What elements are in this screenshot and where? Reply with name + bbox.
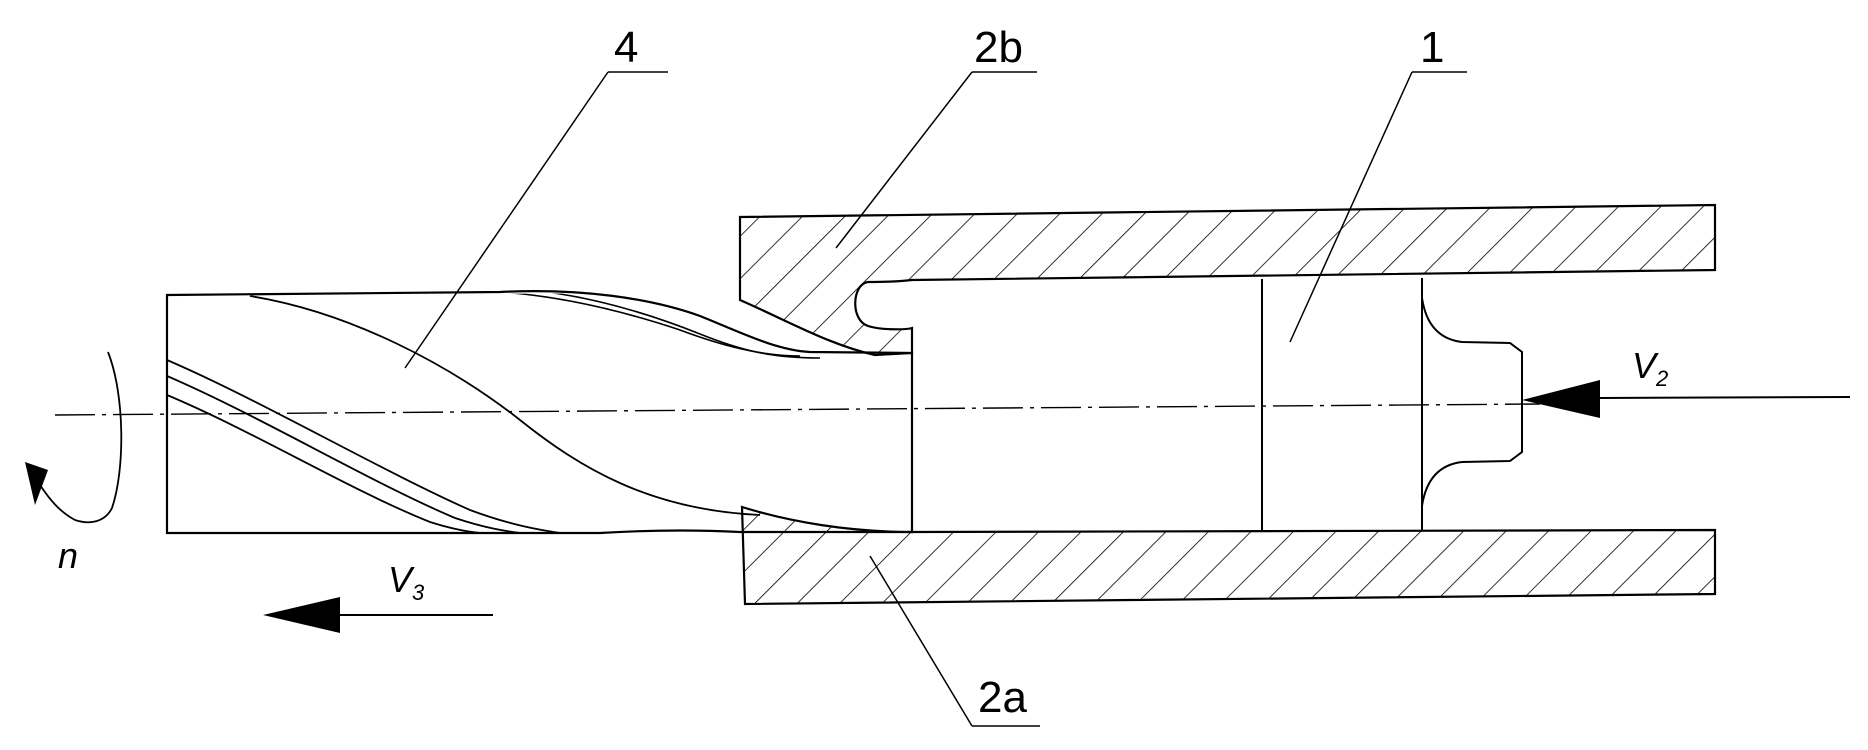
center-axis xyxy=(54,403,1541,416)
housing-upper-wall xyxy=(738,203,1717,357)
rotation-label: n xyxy=(58,535,78,576)
leader-2b xyxy=(835,71,973,249)
flute-edge-3 xyxy=(167,394,481,533)
v2-arrow xyxy=(1522,380,1851,418)
spiral-cutter xyxy=(165,290,914,535)
cutter-outline xyxy=(165,290,914,535)
leader-1 xyxy=(1289,71,1413,343)
housing xyxy=(738,203,1717,606)
label-4: 4 xyxy=(614,23,638,72)
v3-arrow xyxy=(263,597,493,633)
label-2b: 2b xyxy=(974,23,1023,72)
label-2a: 2a xyxy=(978,673,1027,722)
flute-edge-1 xyxy=(167,359,561,533)
flute-back-2 xyxy=(529,293,821,359)
housing-lower-wall xyxy=(740,505,1717,606)
label-1: 1 xyxy=(1420,23,1444,72)
flute-edge-main xyxy=(249,295,761,516)
pusher-stem xyxy=(1421,297,1523,507)
v3-label: V3 xyxy=(388,559,425,605)
rotation-arrow xyxy=(25,351,123,524)
leader-2a xyxy=(869,555,973,727)
workpiece xyxy=(1261,278,1523,531)
flute-edge-2 xyxy=(167,375,521,533)
v2-label: V2 xyxy=(1632,345,1668,391)
leader-lines xyxy=(404,71,1467,727)
leader-4 xyxy=(404,71,609,369)
